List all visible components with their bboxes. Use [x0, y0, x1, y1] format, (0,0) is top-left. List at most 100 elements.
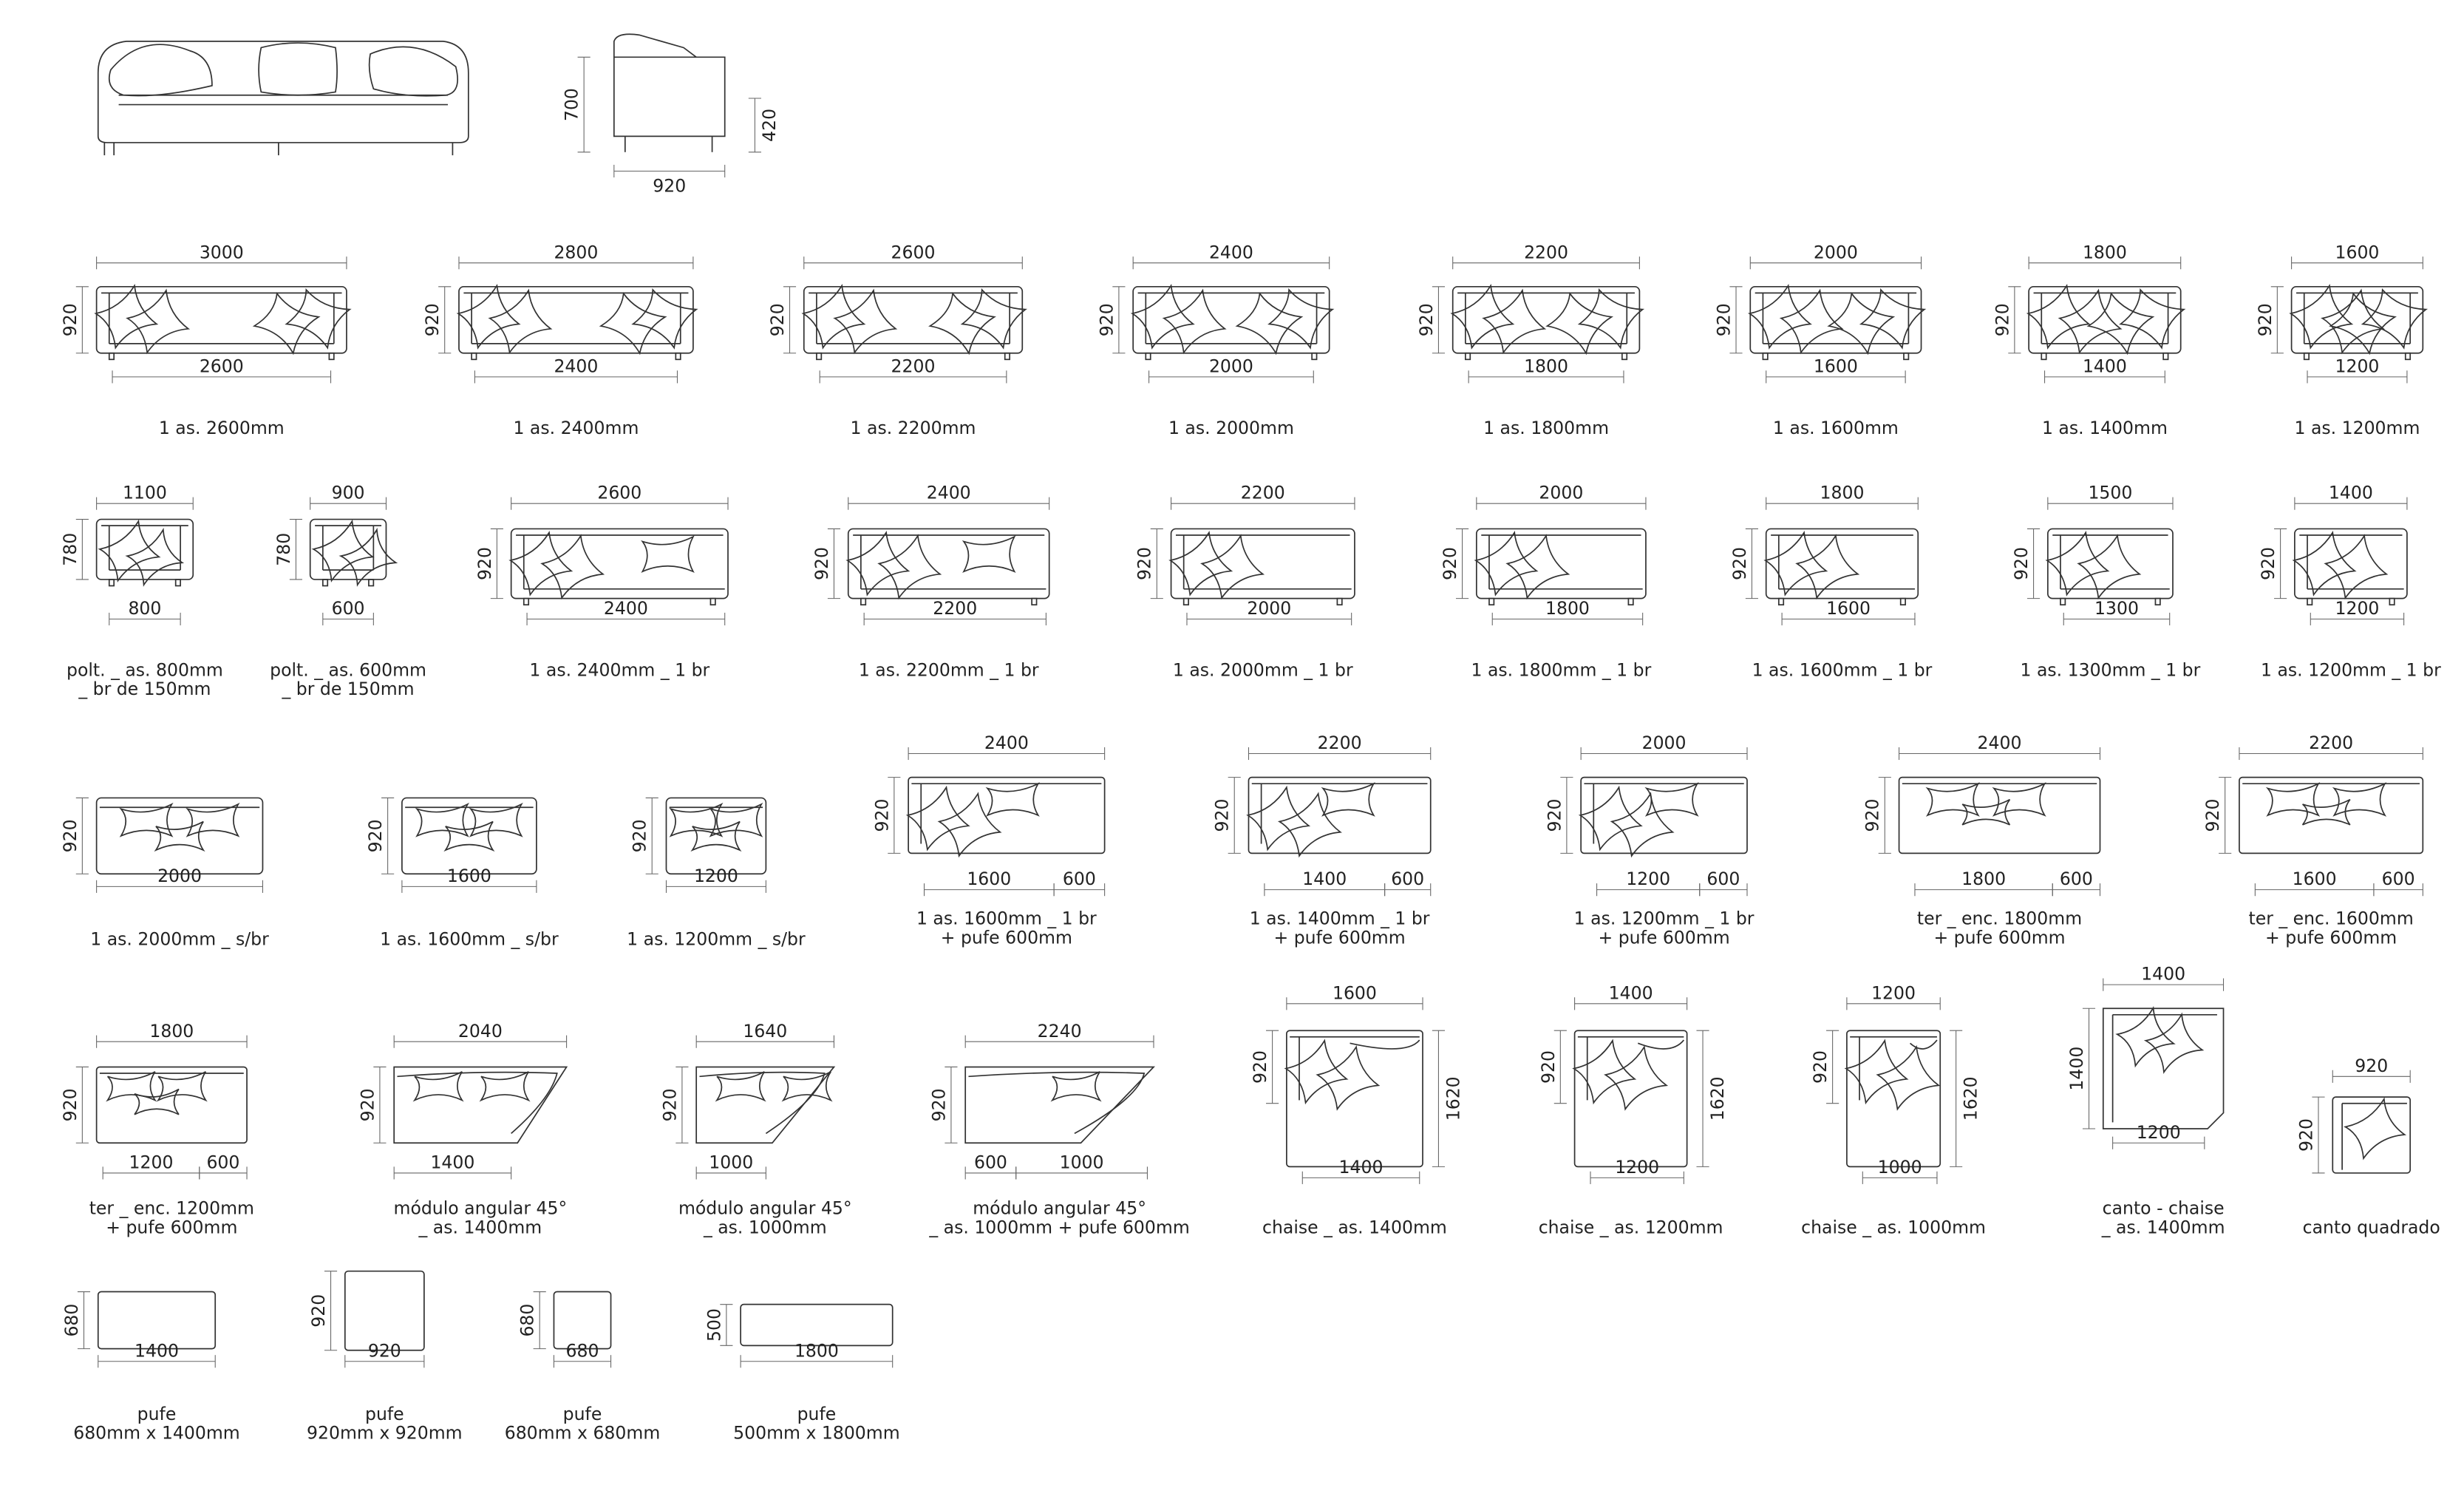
- dimension-label: 2000: [1247, 598, 1291, 619]
- dimension-label: 1400: [1609, 982, 1653, 1003]
- module-caption: + pufe 600mm: [1933, 927, 2065, 948]
- dimension-label: 1000: [1878, 1157, 1922, 1178]
- dimension-label: 1800: [794, 1340, 839, 1361]
- module-caption: 1 as. 2400mm: [513, 418, 639, 438]
- dimension-label: 1400: [1302, 869, 1347, 889]
- dimension-label: 2200: [2309, 733, 2353, 753]
- dimension-label: 920: [1729, 547, 1750, 580]
- dimension-label: 1400: [430, 1152, 474, 1173]
- dimension-label: 1620: [1707, 1076, 1728, 1121]
- dimension-label: 920: [1416, 303, 1437, 336]
- module-caption: _ as. 1400mm: [2101, 1217, 2225, 1237]
- module-caption: 1 as. 1800mm _ 1 br: [1471, 660, 1651, 681]
- dimension-label: 920: [871, 799, 892, 832]
- dimension-label: 680: [61, 1304, 82, 1337]
- dimension-label: 1200: [2335, 356, 2379, 376]
- dimension-label: 1800: [1545, 598, 1590, 619]
- dimension-label: 920: [422, 303, 443, 336]
- module-caption: 920mm x 920mm: [307, 1423, 463, 1444]
- dimension-label: 780: [60, 533, 81, 566]
- dimension-label: 920: [1212, 799, 1233, 832]
- dimension-label: 920: [60, 303, 81, 336]
- module-caption: 1 as. 2000mm: [1168, 418, 1294, 438]
- module-caption: polt. _ as. 600mm: [270, 660, 426, 681]
- dimension-label: 1200: [1626, 869, 1670, 889]
- dimension-label: 1620: [1443, 1076, 1463, 1121]
- dimension-label: 2200: [891, 356, 936, 376]
- dimension-label: 1500: [2088, 483, 2132, 503]
- module-caption: chaise _ as. 1400mm: [1262, 1217, 1447, 1237]
- module-1as-1800: 2200 920 1800 1 as. 1800mm: [1416, 242, 1645, 438]
- dimension-label: 920: [60, 819, 81, 852]
- dimension-label: 1200: [694, 866, 738, 886]
- module-caption: 1 as. 1300mm _ 1 br: [2021, 660, 2201, 681]
- dimension-label: 920: [368, 1340, 401, 1361]
- dimension-label: 2200: [1524, 242, 1568, 262]
- dimension-label: 1400: [2329, 483, 2373, 503]
- dimension-label: 1800: [1820, 483, 1865, 503]
- module-caption: 1 as. 1200mm _ s/br: [627, 929, 806, 950]
- module-caption: 1 as. 2000mm _ s/br: [90, 929, 269, 950]
- dimension-label: 2400: [1209, 242, 1253, 262]
- dimension-label: 2040: [458, 1021, 503, 1041]
- dimension-label: 2240: [1038, 1021, 1082, 1041]
- dimension-label: 920: [60, 1088, 81, 1121]
- module-caption: + pufe 600mm: [106, 1217, 237, 1237]
- module-caption: 1 as. 1600mm: [1773, 418, 1899, 438]
- module-caption: 1 as. 2000mm _ 1 br: [1173, 660, 1353, 681]
- module-caption: _ as. 1400mm: [418, 1217, 542, 1237]
- module-caption: _ as. 1000mm: [703, 1217, 827, 1237]
- dimension-label: 920: [1862, 799, 1883, 832]
- module-caption: ter _ enc. 1200mm: [89, 1198, 254, 1219]
- module-caption: 1 as. 1800mm: [1483, 418, 1609, 438]
- dimension-label: 920: [1810, 1050, 1831, 1084]
- module-caption: 1 as. 1200mm _ 1 br: [2261, 660, 2441, 681]
- dimension-label: 920: [365, 819, 386, 852]
- dimension-label: 920: [630, 819, 650, 852]
- dimension-label: 920: [1538, 1050, 1559, 1084]
- module-caption: 1 as. 2200mm _ 1 br: [859, 660, 1039, 681]
- dimension-label: 1400: [1339, 1157, 1384, 1178]
- module-caption: canto - chaise: [2103, 1198, 2225, 1219]
- module-caption: + pufe 600mm: [1274, 927, 1406, 948]
- dimension-label: 600: [1063, 869, 1096, 889]
- module-caption: chaise _ as. 1000mm: [1801, 1217, 1986, 1237]
- dimension-label: 1400: [2066, 1047, 2087, 1091]
- dimension-label: 920: [811, 547, 832, 580]
- dimension-label: 1200: [2335, 598, 2379, 619]
- dimension-label: 2200: [933, 598, 977, 619]
- dimension-label: 1600: [447, 866, 491, 886]
- module-1as-1200-sbr: 920 1200 1 as. 1200mm _ s/br: [627, 797, 806, 950]
- module-caption: 1 as. 2400mm _ 1 br: [529, 660, 709, 681]
- module-caption: 1 as. 1600mm _ s/br: [380, 929, 559, 950]
- module-caption: módulo angular 45°: [973, 1198, 1146, 1219]
- dimension-label: 920: [1096, 303, 1117, 336]
- dimension-label: 1600: [2293, 869, 2337, 889]
- dimension-label: 2600: [891, 242, 936, 262]
- dimension-label: 1640: [743, 1021, 787, 1041]
- dimension-label: 600: [2382, 869, 2415, 889]
- dimension-label: 900: [332, 483, 365, 503]
- dimension-label: 1800: [1524, 356, 1568, 376]
- dimension-label: 2600: [200, 356, 244, 376]
- dimension-label: 1200: [1871, 982, 1916, 1003]
- module-caption: 1 as. 1200mm: [2294, 418, 2420, 438]
- dimension-label: 920: [357, 1088, 378, 1121]
